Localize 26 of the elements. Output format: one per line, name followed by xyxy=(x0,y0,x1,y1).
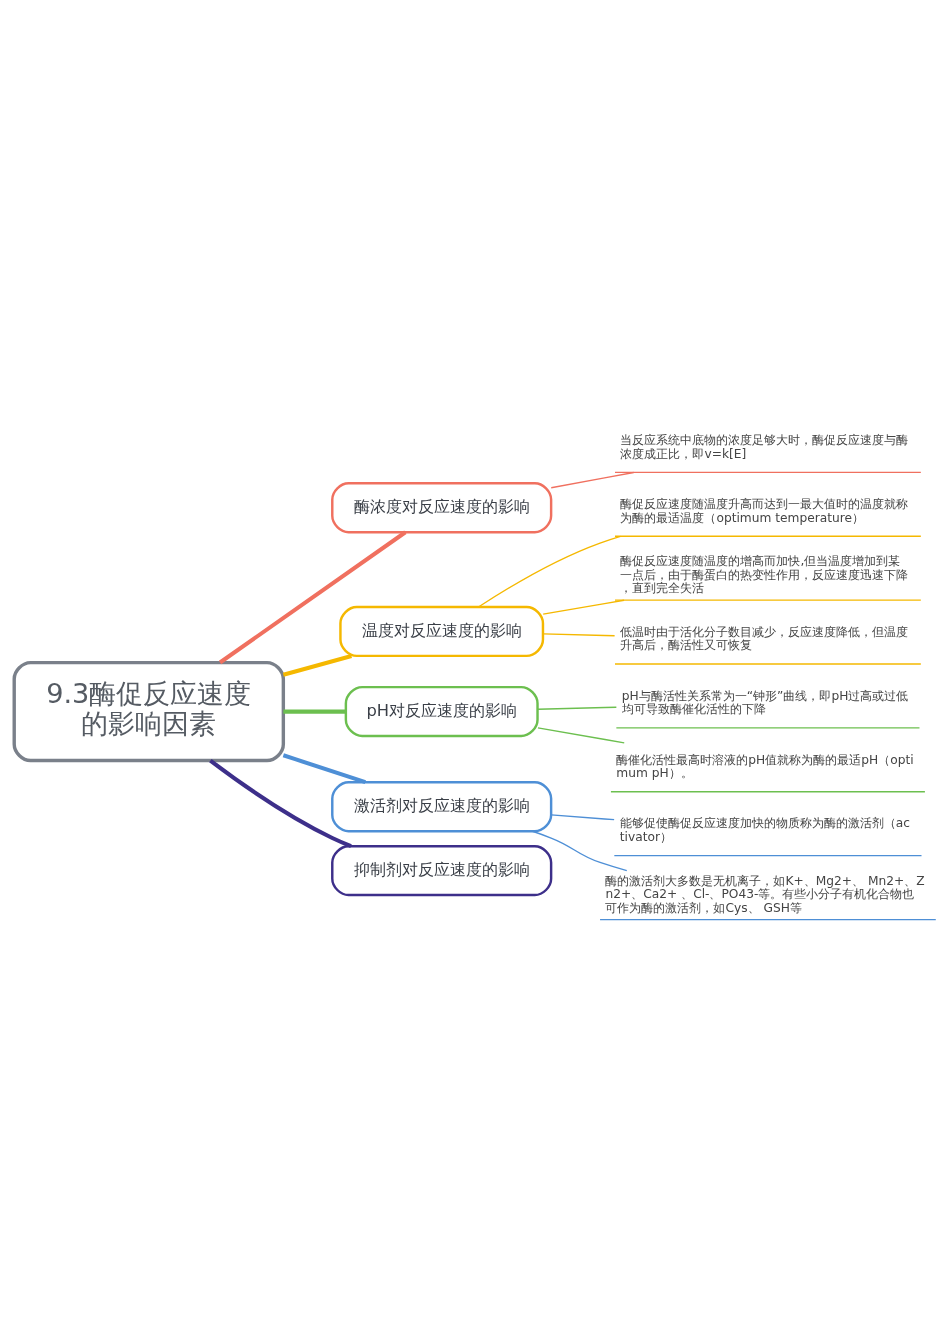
connector xyxy=(283,709,346,714)
connector xyxy=(542,599,625,615)
node-box: 抑制剂对反应速度的影响 xyxy=(331,844,553,897)
connector xyxy=(542,633,616,637)
connector xyxy=(282,654,353,677)
connector xyxy=(478,535,622,608)
node-text: 低温时由于活化分子数目减少，反应速度降低，但温度升高后，酶活性又可恢复 xyxy=(620,624,909,653)
node-box: 9.3酶促反应速度的影响因素 xyxy=(12,660,286,763)
connector xyxy=(537,727,625,744)
connector xyxy=(531,830,628,872)
node-box: 激活剂对反应速度的影响 xyxy=(331,781,553,833)
connector xyxy=(550,814,615,821)
node-text: 当反应系统中底物的浓度足够大时，酶促反应速度与酶浓度成正比，即v=k[E] xyxy=(620,433,909,461)
node-text: 酶的激活剂大多数是无机离子，如K+、Mg2+、 Mn2+、Zn2+、Ca2+ 、Cl-、PO43-等。有些小分子有机化合物也可作为酶的激活剂，如Cys、 GSH等 xyxy=(605,873,925,915)
node-text: 能够促使酶促反应速度加快的物质称为酶的激活剂（activator） xyxy=(619,816,910,844)
connector xyxy=(550,471,635,489)
connector xyxy=(282,753,366,785)
node-text: 酶促反应速度随温度的增高而加快,但当温度增加到某一点后，由于酶蛋白的热变性作用，反应速度迅速下降，直到完全失活 xyxy=(620,554,909,596)
node-text: pH与酶活性关系常为一“钟形”曲线，即pH过高或过低均可导致酶催化活性的下降 xyxy=(621,688,909,717)
node-text: 酶催化活性最高时溶液的pH值就称为酶的最适pH（optimum pH）。 xyxy=(616,752,914,781)
connector xyxy=(537,706,618,710)
node-box: 温度对反应速度的影响 xyxy=(339,605,545,658)
node-box: pH对反应速度的影响 xyxy=(344,685,539,738)
node-box: 酶浓度对反应速度的影响 xyxy=(331,482,553,534)
node-text: 酶促反应速度随温度升高而达到一最大值时的温度就称为酶的最适温度（optimum temperature） xyxy=(620,496,909,525)
connector xyxy=(218,530,407,665)
